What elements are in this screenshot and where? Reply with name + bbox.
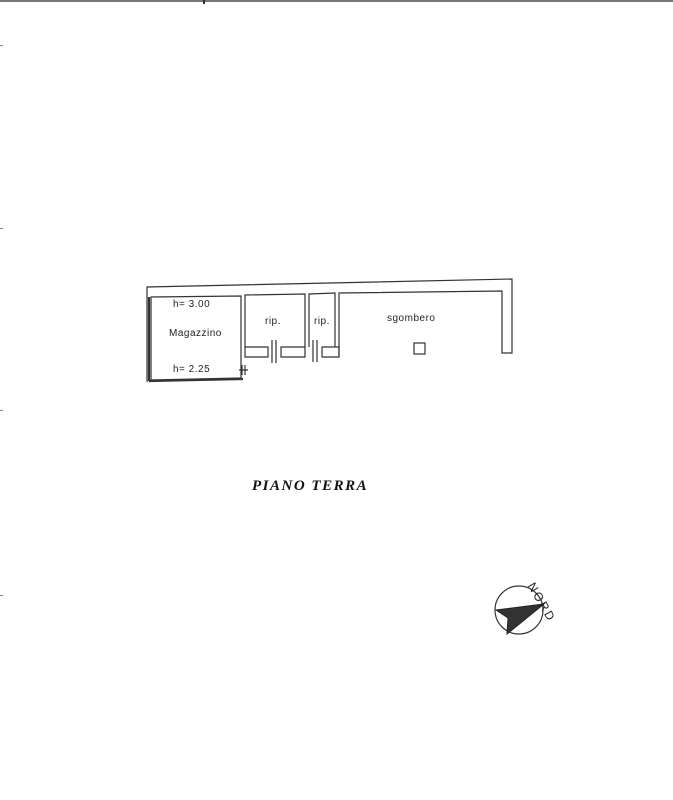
edge-mark <box>0 228 3 229</box>
plan-title: PIANO TERRA <box>252 478 369 494</box>
rip2-walls <box>308 292 336 347</box>
room-label-rip-1: rip. <box>265 316 281 327</box>
room-label-sgombero: sgombero <box>387 313 436 324</box>
pillar <box>413 342 426 355</box>
top-tick-mark <box>203 0 205 4</box>
compass-circle <box>494 585 544 635</box>
edge-mark <box>0 595 3 596</box>
outer-wall <box>146 278 513 382</box>
edge-mark <box>0 410 3 411</box>
room-label-magazzino: Magazzino <box>169 328 222 339</box>
room-label-rip-2: rip. <box>314 316 330 327</box>
magazzino-height-top: h= 3.00 <box>173 299 211 310</box>
rip1-walls <box>244 293 306 347</box>
edge-mark <box>0 45 3 46</box>
north-arrow-icon <box>494 603 546 636</box>
magazzino-height-bottom: h= 2.25 <box>173 364 211 375</box>
top-border-line <box>0 0 673 2</box>
